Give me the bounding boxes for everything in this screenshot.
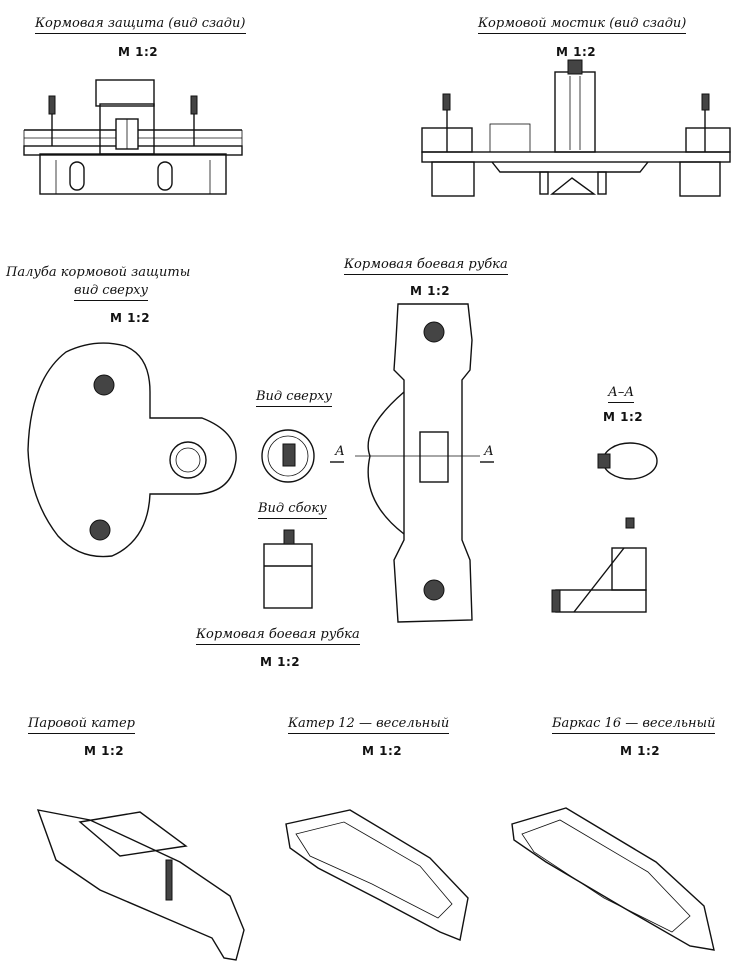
stern-guard-scale: М 1:2 bbox=[118, 45, 159, 59]
guard-deck-drawing bbox=[27, 342, 237, 558]
stern-bridge-title: Кормовой мостик (вид сзади) bbox=[478, 16, 687, 34]
longboat-16-title: Баркас 16 — весельный bbox=[552, 716, 716, 734]
section-mark-left: А bbox=[335, 444, 345, 459]
stern-guard-title: Кормовая защита (вид сзади) bbox=[35, 16, 246, 34]
top-view-title: Вид сверху bbox=[256, 389, 333, 407]
stern-guard-drawing bbox=[23, 79, 243, 195]
turret-top-view bbox=[261, 429, 315, 483]
turret-side-view bbox=[263, 529, 313, 609]
cutter-12-scale: М 1:2 bbox=[362, 744, 403, 758]
stern-bridge-scale: М 1:2 bbox=[556, 45, 597, 59]
conning-tower-title: Кормовая боевая рубка bbox=[344, 257, 508, 275]
steam-launch-scale: М 1:2 bbox=[84, 744, 125, 758]
section-aa-scale: М 1:2 bbox=[603, 410, 644, 424]
section-mark-right: А bbox=[484, 444, 494, 459]
guard-deck-title-line2: вид сверху bbox=[74, 283, 149, 301]
cutter-12-title: Катер 12 — весельный bbox=[288, 716, 450, 734]
stern-bridge-drawing bbox=[421, 59, 731, 197]
cutter-12-drawing bbox=[285, 809, 469, 941]
conning-tower-scale: М 1:2 bbox=[410, 284, 451, 298]
longboat-16-scale: М 1:2 bbox=[620, 744, 661, 758]
conning-tower-caption-scale: М 1:2 bbox=[260, 655, 301, 669]
section-aa-title: А–А bbox=[608, 385, 635, 403]
section-aa-drawing bbox=[551, 442, 658, 613]
longboat-16-drawing bbox=[511, 807, 715, 951]
conning-tower-plan bbox=[355, 303, 480, 623]
guard-deck-title-line1: Палуба кормовой защиты bbox=[6, 265, 191, 280]
steam-launch-drawing bbox=[36, 809, 245, 961]
conning-tower-caption-title: Кормовая боевая рубка bbox=[196, 627, 360, 645]
guard-deck-scale: М 1:2 bbox=[110, 311, 151, 325]
side-view-title: Вид сбоку bbox=[258, 501, 327, 519]
steam-launch-title: Паровой катер bbox=[28, 716, 135, 734]
